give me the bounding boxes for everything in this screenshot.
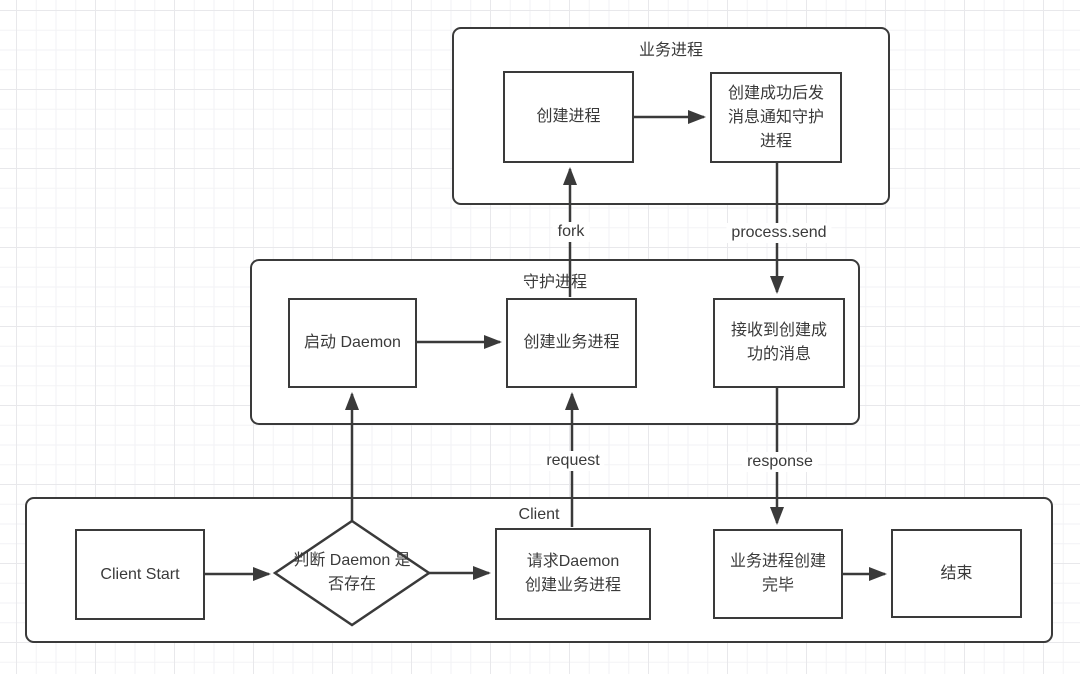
node-business-process-created-label: 业务进程创建 完毕 <box>729 553 826 594</box>
container-daemon-title: 守护进程 <box>522 274 587 291</box>
container-business-title: 业务进程 <box>638 42 703 59</box>
node-receive-success-message: 接收到创建成 功的消息 <box>713 298 845 388</box>
node-create-business-label: 创建业务进程 <box>523 334 620 351</box>
node-notify-daemon-label: 创建成功后发 消息通知守护 进程 <box>727 84 824 150</box>
edge-label-fork: fork <box>552 222 590 242</box>
node-start-daemon-label: 启动 Daemon <box>304 334 401 351</box>
node-end-label: 结束 <box>940 564 973 582</box>
edge-label-request: request <box>541 451 605 471</box>
node-request-daemon-label: 请求Daemon 创建业务进程 <box>524 553 621 594</box>
node-client-start-label: Client Start <box>100 565 180 583</box>
edge-label-process-send: process.send <box>726 223 832 243</box>
node-receive-success-label: 接收到创建成 功的消息 <box>730 322 827 363</box>
container-client-title: Client <box>518 506 560 523</box>
edge-label-response: response <box>742 452 818 472</box>
node-create-business-process: 创建业务进程 <box>506 298 637 388</box>
node-create-process-label: 创建进程 <box>536 108 601 125</box>
node-end: 结束 <box>891 529 1022 618</box>
node-notify-daemon: 创建成功后发 消息通知守护 进程 <box>710 72 842 163</box>
node-request-daemon: 请求Daemon 创建业务进程 <box>495 528 651 620</box>
node-business-process-created: 业务进程创建 完毕 <box>713 529 843 619</box>
node-create-process: 创建进程 <box>503 71 634 163</box>
node-client-start: Client Start <box>75 529 205 620</box>
node-check-daemon-exists: 判断 Daemon 是 否存在 <box>293 552 411 593</box>
node-start-daemon: 启动 Daemon <box>288 298 417 388</box>
